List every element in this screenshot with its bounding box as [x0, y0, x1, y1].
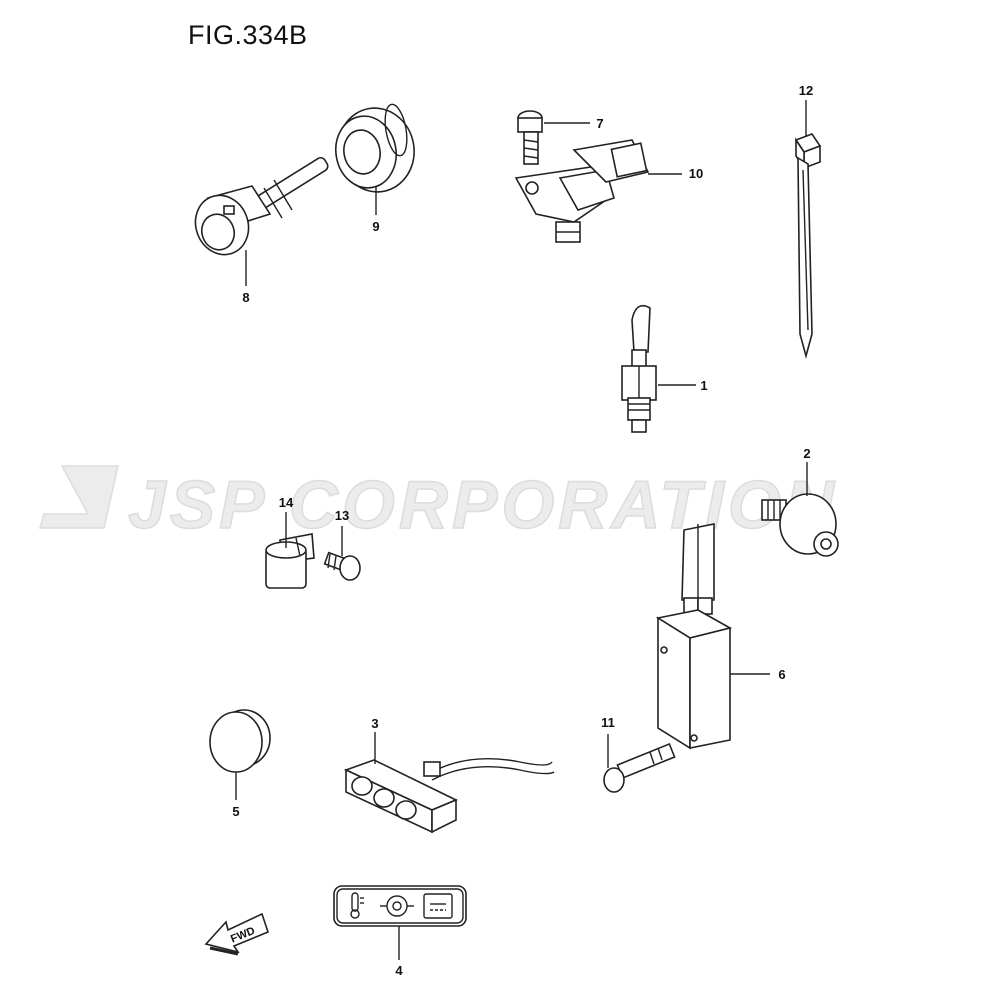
callout-14[interactable]: 14	[279, 495, 294, 510]
part-1-drawing[interactable]	[621, 304, 657, 433]
callout-6[interactable]: 6	[778, 667, 785, 682]
callout-9[interactable]: 9	[372, 219, 379, 234]
callout-10[interactable]: 10	[689, 166, 703, 181]
callout-5[interactable]: 5	[232, 804, 239, 819]
part-12-drawing[interactable]	[794, 133, 822, 360]
fwd-arrow: FWD	[204, 912, 269, 956]
part-13-drawing[interactable]	[323, 551, 361, 581]
callout-1[interactable]: 1	[700, 378, 707, 393]
part-10-drawing[interactable]	[514, 139, 650, 243]
part-2-drawing[interactable]	[761, 493, 839, 557]
callout-7[interactable]: 7	[596, 116, 603, 131]
part-8-drawing[interactable]	[187, 156, 329, 262]
callout-8[interactable]: 8	[242, 290, 249, 305]
callout-2[interactable]: 2	[803, 446, 810, 461]
callout-3[interactable]: 3	[371, 716, 378, 731]
callout-12[interactable]: 12	[799, 83, 813, 98]
part-4-drawing[interactable]	[333, 885, 467, 927]
part-9-drawing[interactable]	[330, 102, 421, 198]
watermark-logo	[39, 465, 119, 529]
part-11-drawing[interactable]	[603, 742, 676, 793]
battery-icon	[423, 893, 453, 919]
callout-13[interactable]: 13	[335, 508, 349, 523]
thermometer-icon	[350, 892, 364, 919]
callout-11[interactable]: 11	[601, 715, 615, 730]
oil-pressure-icon	[380, 895, 414, 917]
watermark-text: JSP CORPORATION	[128, 467, 838, 543]
watermark: JSP CORPORATION	[39, 465, 838, 544]
figure-title: FIG.334B	[188, 20, 308, 50]
part-6-drawing[interactable]	[655, 523, 733, 750]
part-3-drawing[interactable]	[343, 758, 555, 834]
part-7-drawing[interactable]	[517, 110, 543, 165]
callout-4[interactable]: 4	[395, 963, 403, 978]
part-14-drawing[interactable]	[265, 533, 315, 589]
part-5-drawing[interactable]	[209, 709, 271, 773]
